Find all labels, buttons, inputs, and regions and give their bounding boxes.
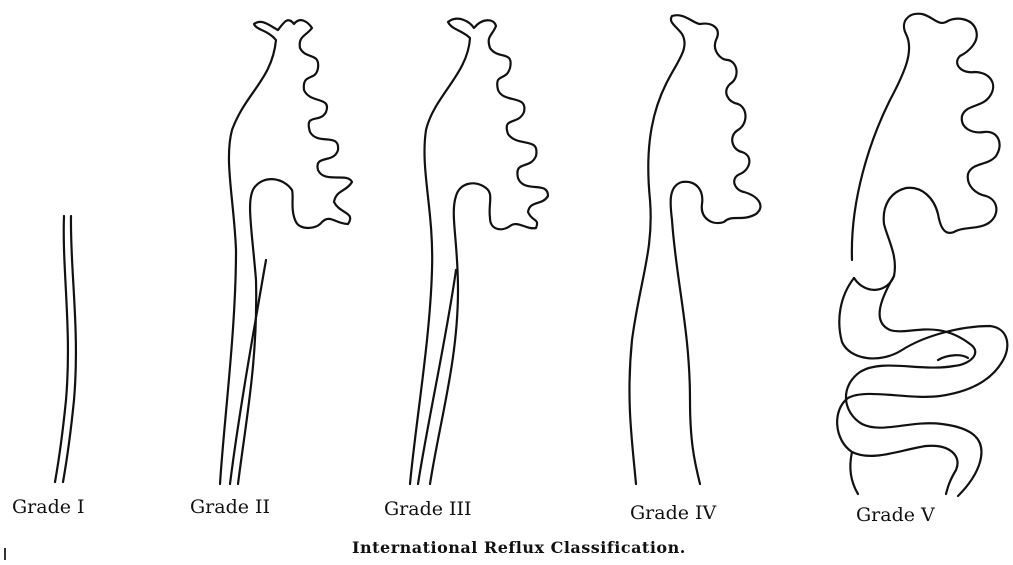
grade-2-label: Grade II (190, 496, 270, 518)
grade-1-drawing (55, 216, 76, 482)
grade-5-kidney-outline (852, 14, 1000, 290)
grade-5-label: Grade V (856, 504, 935, 526)
grade-4-label: Grade IV (630, 502, 716, 524)
grade-4-drawing (629, 15, 760, 484)
grade-5-tortuous-ureter-outer (837, 278, 1007, 494)
grade-4-outer-outline (629, 15, 760, 484)
corner-mark (4, 548, 6, 560)
grade-1-label: Grade I (12, 496, 85, 518)
grade-2-drawing (220, 20, 352, 484)
grade-3-label: Grade III (384, 498, 472, 520)
grade-5-tortuous-ureter-inner (846, 276, 982, 496)
grade-5-loop-detail (938, 355, 968, 360)
figure-caption: International Reflux Classification. (352, 538, 686, 557)
grade-5-ureter-end (850, 452, 858, 494)
grade-3-drawing (410, 19, 548, 484)
grade-1-ureter-left-wall (55, 216, 68, 482)
grade-5-drawing (837, 14, 1007, 496)
